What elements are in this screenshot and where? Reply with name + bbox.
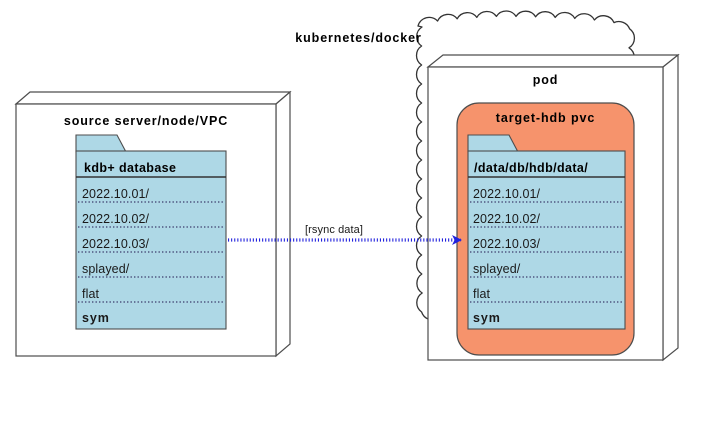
source-folder-shape [75, 134, 227, 330]
target-folder-shape [467, 134, 626, 330]
